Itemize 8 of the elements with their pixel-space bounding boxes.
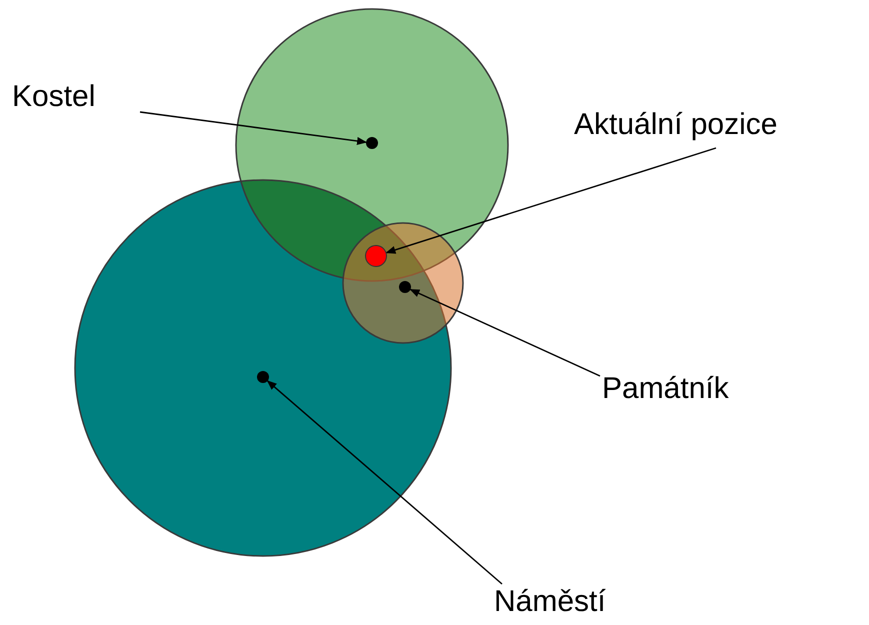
place-label: Aktuální pozice bbox=[574, 108, 778, 142]
leader-arrow bbox=[140, 111, 368, 145]
place-label: Náměstí bbox=[494, 585, 606, 620]
leader-arrow bbox=[410, 288, 600, 377]
leader-arrow bbox=[386, 147, 716, 254]
place-label: Památník bbox=[602, 372, 729, 406]
leader-arrow bbox=[266, 380, 502, 585]
place-label: Kostel bbox=[12, 80, 96, 114]
